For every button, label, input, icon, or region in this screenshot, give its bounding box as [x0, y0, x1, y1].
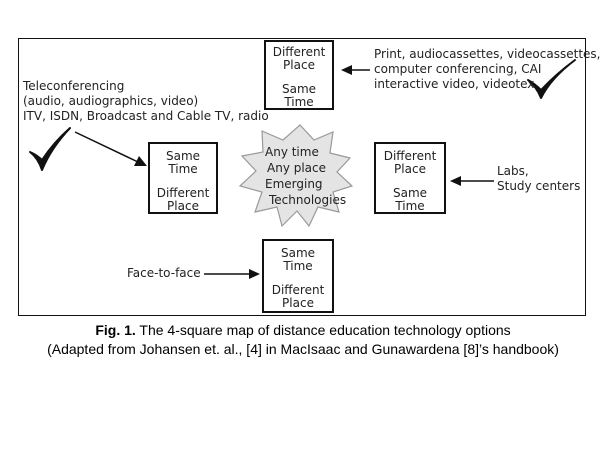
caption-line-1: Fig. 1. The 4-square map of distance edu… — [0, 321, 606, 340]
box-left-line-2: Time — [168, 162, 198, 176]
label-top-right-line-3: interactive video, videotex — [374, 77, 535, 91]
box-top-line-3: Same — [281, 82, 317, 96]
starburst-shape — [238, 124, 354, 228]
box-different-place-same-time-right: Different Place Same Time — [374, 142, 446, 214]
center-label: Any time Any place Emerging Technologies — [263, 144, 347, 208]
arrow-top-right — [341, 65, 370, 75]
box-right-line-1: Different — [383, 149, 437, 163]
arrow-bottom — [204, 269, 260, 279]
top-right-checkmark-icon — [527, 59, 576, 99]
box-left-line-4: Place — [167, 199, 199, 213]
center-line-2: Any place — [267, 161, 327, 175]
box-different-place-same-time-top: Different Place Same Time — [264, 40, 334, 110]
label-face-to-face: Face-to-face — [127, 266, 201, 281]
box-bottom-line-4: Place — [282, 296, 314, 310]
label-labs-study-centers: Labs, Study centers — [497, 164, 580, 194]
caption-fig-label: Fig. 1. — [95, 322, 136, 338]
center-line-3: Emerging — [265, 177, 323, 191]
label-left-line-2: (audio, audiographics, video) — [23, 94, 199, 108]
label-left-line-3: ITV, ISDN, Broadcast and Cable TV, radio — [23, 109, 269, 123]
arrow-left — [74, 131, 147, 166]
arrow-right — [450, 176, 494, 186]
center-line-1: Any time — [265, 145, 319, 159]
box-same-time-different-place-left: Same Time Different Place — [148, 142, 218, 214]
box-right-line-4: Time — [395, 199, 425, 213]
label-asynchronous-technologies: Print, audiocassettes, videocassettes, c… — [374, 47, 600, 92]
box-bottom-line-2: Time — [283, 259, 313, 273]
box-top-line-4: Time — [284, 95, 314, 109]
label-teleconferencing: Teleconferencing (audio, audiographics, … — [23, 79, 269, 124]
box-left-line-3: Different — [156, 186, 210, 200]
left-checkmark-icon — [29, 127, 71, 171]
box-right-line-3: Same — [392, 186, 428, 200]
figure-frame — [18, 38, 586, 316]
box-top-line-1: Different — [272, 45, 326, 59]
box-same-time-different-place-bottom: Same Time Different Place — [262, 239, 334, 313]
box-left-line-1: Same — [165, 149, 201, 163]
label-bottom-text: Face-to-face — [127, 266, 201, 280]
label-top-right-line-2: computer conferencing, CAI — [374, 62, 542, 76]
label-left-line-1: Teleconferencing — [23, 79, 125, 93]
box-right-line-2: Place — [394, 162, 426, 176]
caption-line-2: (Adapted from Johansen et. al., [4] in M… — [47, 341, 559, 357]
box-bottom-line-3: Different — [271, 283, 325, 297]
label-right-line-2: Study centers — [497, 179, 581, 193]
label-top-right-line-1: Print, audiocassettes, videocassettes, — [374, 47, 601, 61]
box-top-line-2: Place — [283, 58, 315, 72]
center-line-4: Technologies — [269, 193, 347, 207]
caption-title: The 4-square map of distance education t… — [135, 322, 511, 338]
label-right-line-1: Labs, — [497, 164, 529, 178]
box-bottom-line-1: Same — [280, 246, 316, 260]
figure-caption: Fig. 1. The 4-square map of distance edu… — [0, 321, 606, 359]
